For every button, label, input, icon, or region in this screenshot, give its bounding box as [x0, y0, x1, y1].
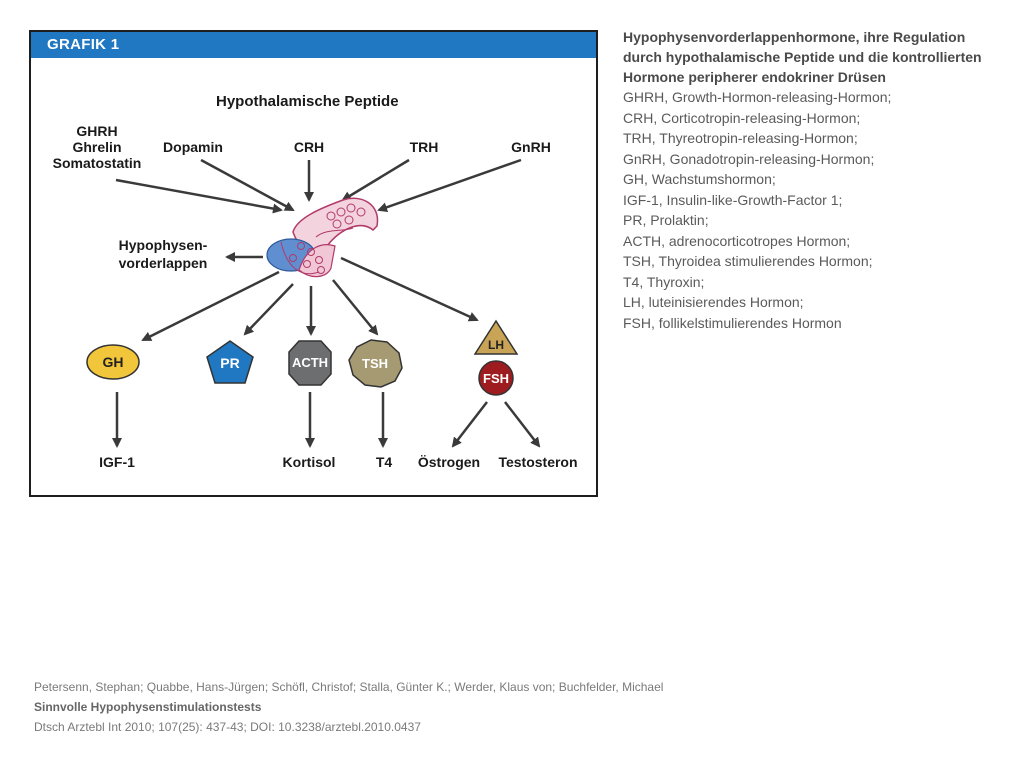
input-label-gnrh: GnRH [511, 139, 551, 155]
figure-header-bar: GRAFIK 1 [31, 32, 596, 58]
legend-title-line: durch hypothalamische Peptide und die ko… [623, 49, 982, 65]
section-title: Hypothalamische Peptide [216, 93, 399, 110]
hormone-tsh: TSH [348, 339, 403, 388]
citation-title: Sinnvolle Hypophysenstimulationstests [34, 700, 262, 714]
legend-title: Hypophysenvorderlappenhormone, ihre Regu… [623, 27, 1013, 87]
legend-item-gnrh: GnRH, Gonadotropin-releasing-Hormon; [623, 150, 875, 167]
hormone-gh-label: GH [103, 354, 124, 370]
input-label-ghrh: GHRH [76, 123, 117, 139]
hormone-pr-label: PR [220, 355, 239, 371]
input-label-trh: TRH [410, 139, 439, 155]
legend-item-t4: T4, Thyroxin; [623, 273, 705, 290]
hormone-gh: GH [86, 344, 140, 380]
arrow-trh-to-pituitary [341, 158, 410, 202]
hormone-acth-label: ACTH [292, 355, 328, 370]
legend-item-trh: TRH, Thyreotropin-releasing-Hormon; [623, 130, 858, 146]
target-oestrogen: Östrogen [418, 454, 480, 470]
legend-title-line: Hypophysenvorderlappenhormone, ihre Regu… [623, 29, 966, 45]
diagram-canvas: Hypothalamische Peptide GHRH Ghrelin Som… [53, 93, 578, 470]
arrow-fsh-to-testosteron [504, 401, 541, 448]
legend-item-fsh: FSH, follikelstimulierendes Hormon [623, 314, 842, 331]
legend-title-line: Hormone peripherer endokriner Drüsen [623, 69, 886, 85]
legend-item-ghrh: GHRH, Growth-Hormon-releasing-Hormon; [623, 89, 892, 105]
input-label-dopamin: Dopamin [163, 139, 223, 155]
arrow-pituitary-to-lh-fsh [340, 256, 479, 322]
target-igf1: IGF-1 [99, 454, 135, 470]
hormone-fsh: FSH [478, 360, 514, 396]
hormone-tsh-label: TSH [362, 356, 388, 371]
arrow-dopamin-to-pituitary [200, 158, 295, 212]
citation-authors: Petersenn, Stephan; Quabbe, Hans-Jürgen;… [34, 680, 664, 694]
legend-item-tsh: TSH, Thyroidea stimulierendes Hormon; [623, 253, 873, 269]
legend-item-gh: GH, Wachstumshormon; [623, 171, 776, 187]
pituitary-label-line2: vorderlappen [119, 255, 208, 271]
hormone-fsh-label: FSH [483, 371, 509, 386]
pituitary-illustration [266, 197, 379, 278]
arrow-pituitary-to-tsh [332, 279, 379, 336]
target-t4: T4 [376, 454, 393, 470]
pituitary-label-line1: Hypophysen- [119, 237, 208, 253]
hormone-acth: ACTH [288, 340, 332, 386]
arrow-ghrh-to-pituitary [115, 178, 283, 214]
arrow-pituitary-to-pr [243, 283, 294, 336]
citation-block: Petersenn, Stephan; Quabbe, Hans-Jürgen;… [34, 677, 934, 737]
target-testosteron: Testosteron [498, 454, 577, 470]
arrow-pituitary-to-gh [141, 270, 280, 342]
input-label-somatostatin: Somatostatin [53, 155, 142, 171]
arrow-gnrh-to-pituitary [377, 158, 522, 213]
input-label-crh: CRH [294, 139, 324, 155]
legend-item-pr: PR, Prolaktin; [623, 212, 709, 228]
citation-source: Dtsch Arztebl Int 2010; 107(25): 437-43;… [34, 720, 421, 734]
legend-item-igf1: IGF-1, Insulin-like-Growth-Factor 1; [623, 191, 843, 208]
figure-panel: GRAFIK 1 Hypothalamische Peptide GHRH Gh… [29, 30, 598, 497]
target-kortisol: Kortisol [283, 454, 336, 470]
hormone-lh-label: LH [488, 338, 504, 352]
legend-block: Hypophysenvorderlappenhormone, ihre Regu… [623, 27, 1013, 333]
hormone-lh: LH [473, 319, 519, 355]
input-label-ghrelin: Ghrelin [72, 139, 121, 155]
legend-item-crh: CRH, Corticotropin-releasing-Hormon; [623, 109, 861, 126]
hormone-pr: PR [206, 340, 254, 384]
legend-item-lh: LH, luteinisierendes Hormon; [623, 294, 804, 310]
figure-header-label: GRAFIK 1 [47, 36, 120, 53]
legend-item-acth: ACTH, adrenocorticotropes Hormon; [623, 232, 851, 249]
arrow-fsh-to-oestrogen [451, 401, 488, 448]
